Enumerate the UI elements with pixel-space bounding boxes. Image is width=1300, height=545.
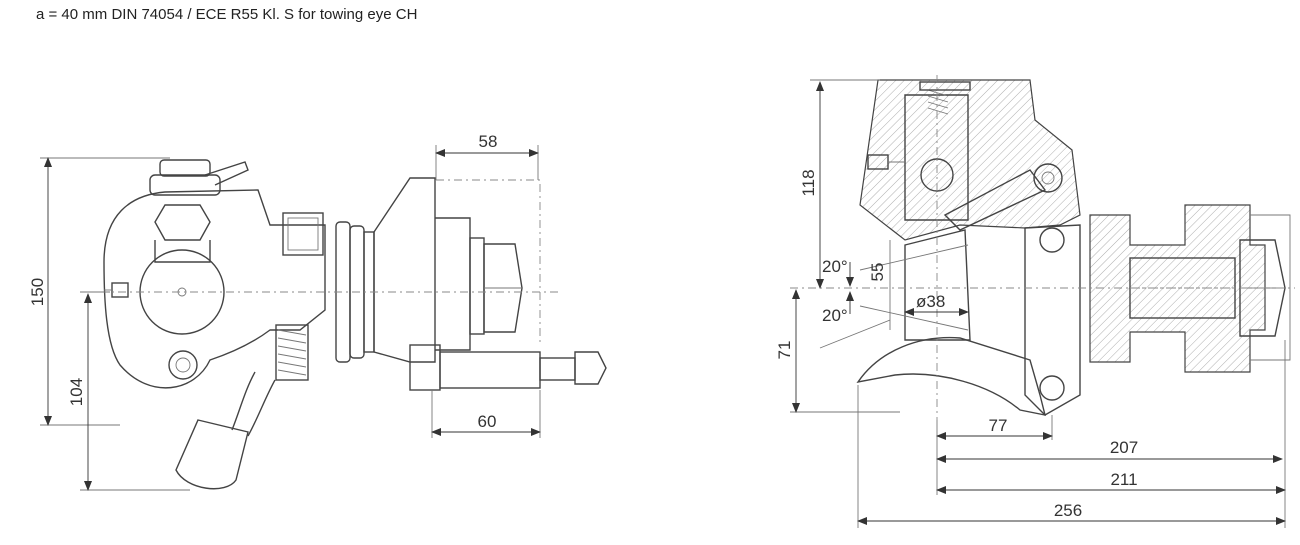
dim-71: 71 <box>775 341 794 360</box>
dim-207: 207 <box>1110 438 1138 457</box>
dim-256: 256 <box>1054 501 1082 520</box>
dim-55: 55 <box>868 263 887 282</box>
dim-77: 77 <box>989 416 1008 435</box>
dim-118: 118 <box>799 169 818 196</box>
drawing-caption: a = 40 mm DIN 74054 / ECE R55 Kl. S for … <box>36 6 418 23</box>
side-view-drawing: 150 104 58 60 <box>28 132 607 491</box>
dim-150: 150 <box>28 278 47 306</box>
dim-diameter-38: ø38 <box>916 292 945 311</box>
dim-angle-bottom: 20° <box>822 306 848 325</box>
dim-211: 211 <box>1110 470 1137 489</box>
dim-60: 60 <box>478 412 497 431</box>
section-view-drawing: 118 55 71 20° 20° ø38 77 207 211 256 <box>775 75 1295 528</box>
dim-angle-top: 20° <box>822 257 848 276</box>
dim-58: 58 <box>479 132 498 151</box>
dim-104: 104 <box>67 378 86 406</box>
